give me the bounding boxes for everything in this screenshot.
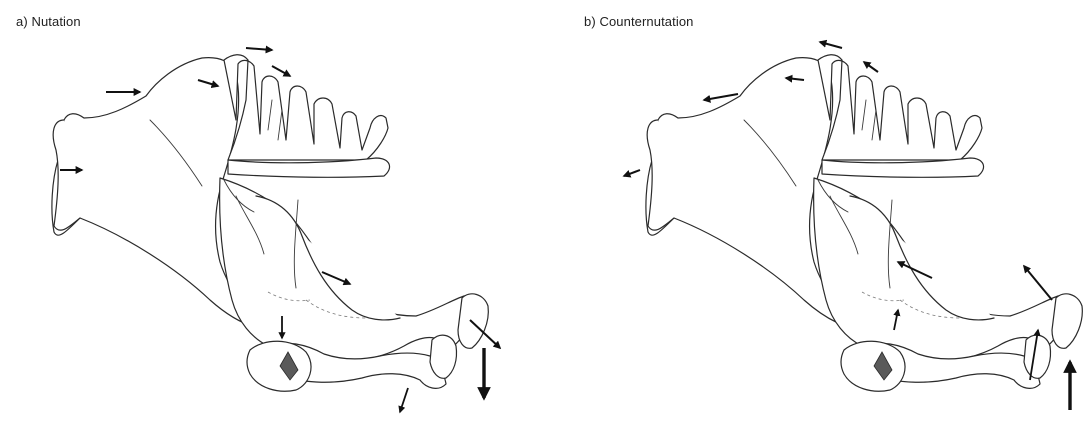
pelvis-nutation-diagram (0, 0, 542, 421)
panel-nutation: a) Nutation (0, 0, 542, 421)
pelvis-counternutation-diagram (542, 0, 1084, 421)
panel-counternutation: b) Counternutation (542, 0, 1084, 421)
